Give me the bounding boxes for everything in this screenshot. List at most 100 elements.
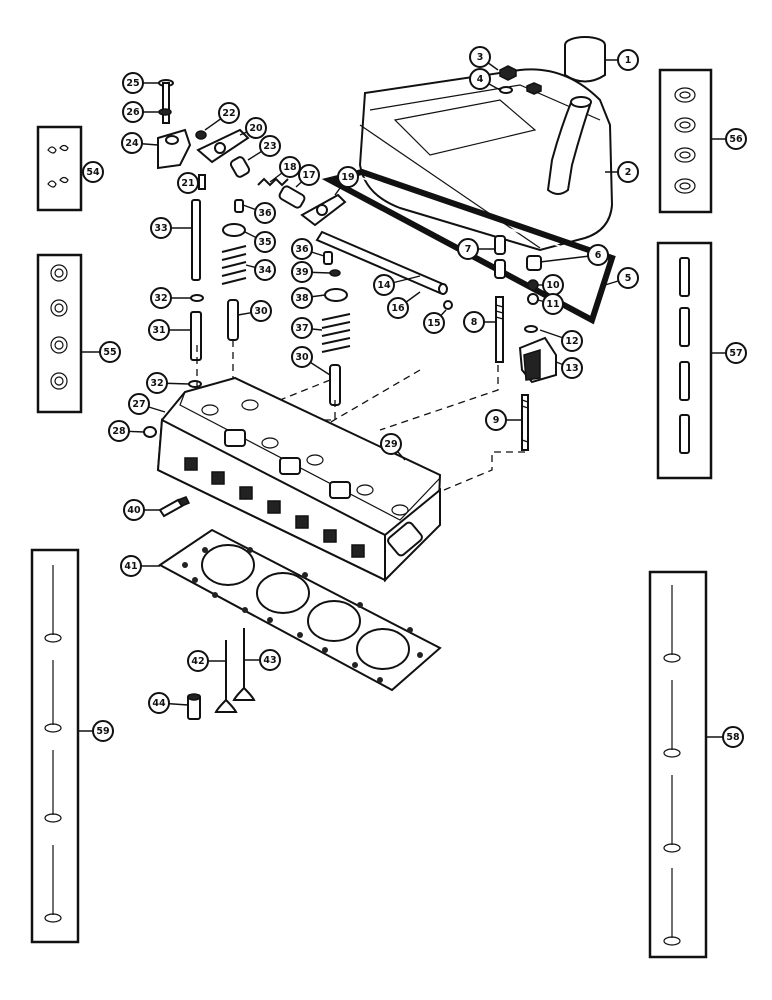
callout-22: 22 [218,102,240,124]
callout-circle-17 [298,164,320,186]
callout-label-7: 7 [465,244,472,255]
callout-2: 2 [617,161,639,183]
callout-circle-27 [128,393,150,415]
callout-circle-34 [254,259,276,281]
callout-label-41: 41 [124,561,137,572]
callout-label-21: 21 [181,178,194,189]
callout-label-15: 15 [427,318,440,329]
bolt-25 [158,79,174,124]
callout-39: 39 [291,261,313,283]
callout-label-33: 33 [154,223,167,234]
callout-label-56: 56 [729,134,743,145]
callout-circle-19 [337,166,359,188]
callout-label-57: 57 [729,348,742,359]
rocker-arm-20 [196,128,250,164]
callout-8: 8 [463,311,485,333]
callout-label-28: 28 [112,426,126,437]
callout-label-22: 22 [222,108,235,119]
callout-20: 20 [245,117,267,139]
callout-circle-32a [150,287,172,309]
plug-15 [443,300,453,310]
callout-circle-9 [485,409,507,431]
callout-36a: 36 [254,202,276,224]
callout-label-6: 6 [595,250,602,261]
callout-label-13: 13 [565,363,578,374]
callout-label-37: 37 [295,323,308,334]
callout-circle-4 [469,68,491,90]
callout-10: 10 [542,274,564,296]
callout-1: 1 [617,49,639,71]
kit-box-56 [658,68,713,214]
callout-circle-29 [380,433,402,455]
pushrod-33 [191,199,201,281]
spring-18 [257,177,289,187]
breather-tube [546,96,592,195]
callout-circle-39 [291,261,313,283]
callout-circle-3 [469,46,491,68]
callout-circle-37 [291,317,313,339]
callout-circle-36b [291,238,313,260]
callout-circle-31 [148,319,170,341]
kit-box-55 [36,253,83,414]
callout-57: 57 [725,342,747,364]
callout-label-39: 39 [295,267,308,278]
callout-circle-2 [617,161,639,183]
screw-21 [198,174,206,190]
fitting-40 [158,496,191,518]
callout-4: 4 [469,68,491,90]
cylinder-head [156,376,442,583]
callout-circle-36a [254,202,276,224]
callout-circle-58 [722,726,744,748]
callout-circle-24 [121,132,143,154]
callout-label-2: 2 [625,167,632,178]
callout-label-9: 9 [493,415,500,426]
callout-17: 17 [298,164,320,186]
callout-15: 15 [423,312,445,334]
kit-box-54 [36,125,83,212]
callout-circle-5 [617,267,639,289]
kit-box-57 [656,241,713,480]
seal-32a [190,294,204,302]
callout-56: 56 [725,128,747,150]
callout-3: 3 [469,46,491,68]
callout-label-32a: 32 [154,293,167,304]
callout-label-43: 43 [263,655,276,666]
tube-31 [190,311,202,361]
callout-circle-32b [146,372,168,394]
callout-circle-30a [250,300,272,322]
stud-9 [521,394,529,451]
callout-label-20: 20 [249,123,263,134]
callout-circle-30b [291,346,313,368]
callout-circle-57 [725,342,747,364]
callout-5: 5 [617,267,639,289]
guide-30-right [329,364,341,406]
callout-label-23: 23 [263,141,276,152]
callout-label-14: 14 [377,280,391,291]
callout-31: 31 [148,319,170,341]
spacers-7-6 [494,235,542,305]
guide-44 [187,693,201,720]
valve-42 [214,640,238,713]
keeper-36 [323,251,333,265]
callout-circle-12 [561,330,583,352]
callout-label-3: 3 [477,52,484,63]
callout-circle-13 [561,357,583,379]
plug-28 [143,426,157,438]
callout-label-12: 12 [565,336,578,347]
callout-32a: 32 [150,287,172,309]
bracket-13 [518,325,557,384]
callout-circle-16 [387,297,409,319]
callout-circle-54 [82,161,104,183]
callout-circle-6 [587,244,609,266]
callout-34: 34 [254,259,276,281]
callout-circle-33 [150,217,172,239]
callout-label-40: 40 [127,505,141,516]
callout-29: 29 [380,433,402,455]
guide-30-left [227,299,239,341]
callout-circle-8 [463,311,485,333]
callout-36b: 36 [291,238,313,260]
callout-circle-38 [291,287,313,309]
callout-numbers: 1234567891011121314151617181920212223242… [82,46,747,748]
callout-30a: 30 [250,300,272,322]
